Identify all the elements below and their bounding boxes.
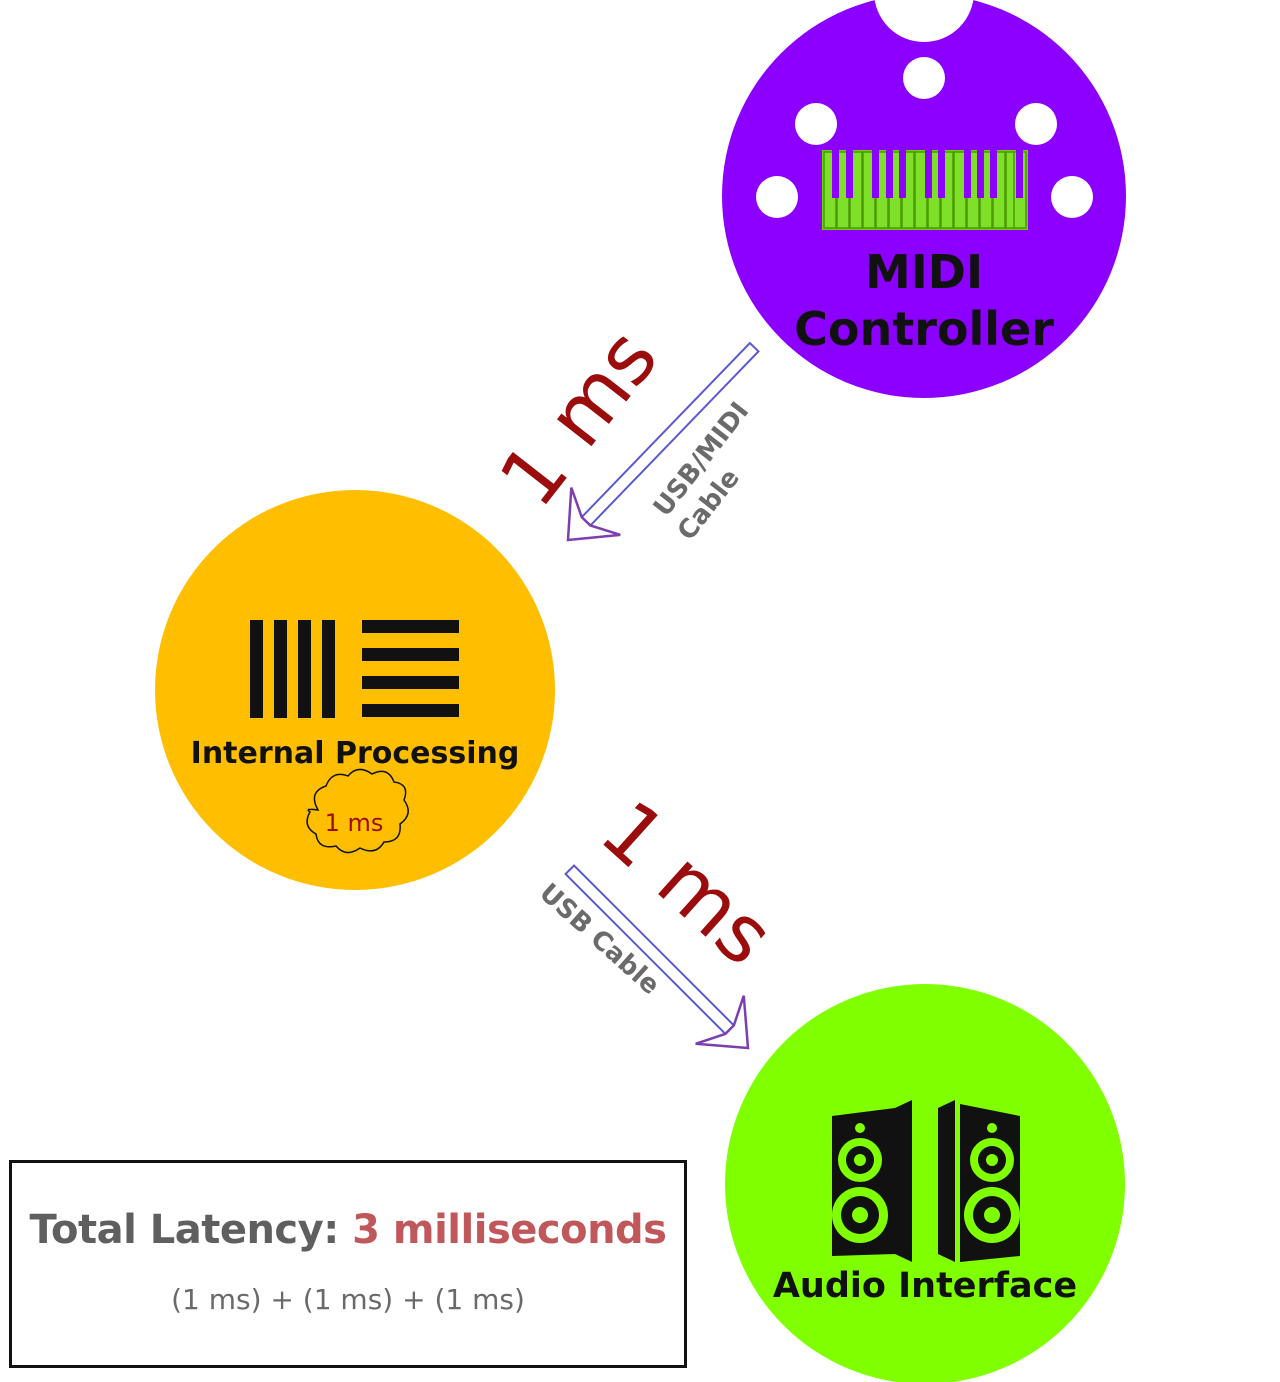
arrow-midi-to-processing: [566, 341, 760, 542]
internal-processing-label: Internal Processing: [191, 736, 520, 771]
total-latency-box: Total Latency: 3 milliseconds (1 ms) + (…: [9, 1160, 687, 1368]
right-speaker: [938, 1100, 1020, 1262]
internal-processing-circle: [155, 490, 555, 890]
piano-keyboard-icon: [822, 150, 1028, 230]
audio-interface-circle: [725, 984, 1125, 1382]
midi-controller-label-line2: Controller: [794, 302, 1054, 356]
total-latency-label: Total Latency:: [29, 1207, 340, 1253]
ableton-logo-icon: [250, 620, 459, 718]
internal-processing-node: Internal Processing 1 ms: [155, 490, 555, 890]
total-latency-breakdown: (1 ms) + (1 ms) + (1 ms): [171, 1283, 525, 1316]
processing-time-badge: 1 ms: [306, 768, 409, 854]
arrow-processing-to-audio: [564, 864, 750, 1050]
edge-midi-to-processing-time: 1 ms: [482, 312, 676, 524]
midi-controller-node: MIDI Controller: [722, 0, 1126, 398]
total-latency-line: Total Latency: 3 milliseconds: [12, 1207, 684, 1253]
midi-controller-label-line1: MIDI: [865, 245, 983, 299]
audio-interface-node: Audio Interface: [725, 984, 1125, 1382]
edge-processing-to-audio: 1 ms USB Cable: [533, 783, 791, 1050]
left-speaker: [832, 1100, 912, 1262]
total-latency-value: 3 milliseconds: [352, 1207, 667, 1253]
speakers-icon: [832, 1100, 1020, 1262]
audio-interface-label: Audio Interface: [773, 1266, 1077, 1306]
processing-time-label: 1 ms: [325, 809, 384, 837]
cloud-badge-outline: [306, 768, 409, 854]
edge-midi-to-processing: 1 ms USB/MIDI Cable: [482, 312, 760, 546]
